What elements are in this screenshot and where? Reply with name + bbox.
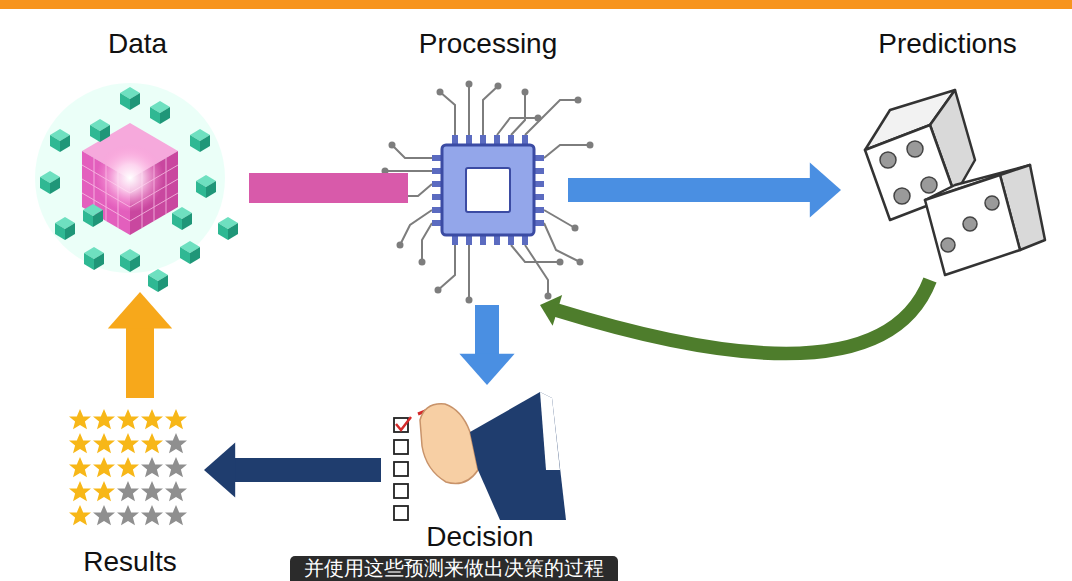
step-heading: Results (56, 546, 204, 578)
processor-chip (382, 81, 594, 304)
subtitle-caption: 并使用这些预测来做出决策的过程 (290, 556, 618, 581)
flow-arrow (475, 305, 499, 355)
top-bar (0, 0, 1072, 9)
step-heading: Data (26, 28, 249, 60)
arrow-head (810, 162, 841, 217)
arrow-head (108, 292, 172, 328)
arrow-head (459, 354, 514, 385)
illustrated-step: Predictions (841, 28, 1054, 280)
flow-arrow (249, 173, 408, 203)
illustrated-step: Results (56, 398, 204, 578)
illustrated-step: Data (26, 28, 249, 292)
star-rating (69, 409, 187, 525)
illustrated-step: Decision (381, 385, 579, 553)
flow-arrow (568, 178, 811, 202)
data-cube (35, 83, 238, 292)
illustrated-step: Processing (408, 28, 568, 305)
flow-arrow (556, 280, 930, 354)
decision-hand (394, 392, 566, 520)
step-heading: Decision (381, 521, 579, 553)
arrow-head (540, 295, 562, 326)
step-heading: Predictions (841, 28, 1054, 60)
flow-arrow (234, 458, 381, 482)
dice (865, 90, 1045, 275)
arrow-head (204, 442, 235, 497)
step-heading: Processing (408, 28, 568, 60)
flow-arrow (126, 327, 154, 398)
